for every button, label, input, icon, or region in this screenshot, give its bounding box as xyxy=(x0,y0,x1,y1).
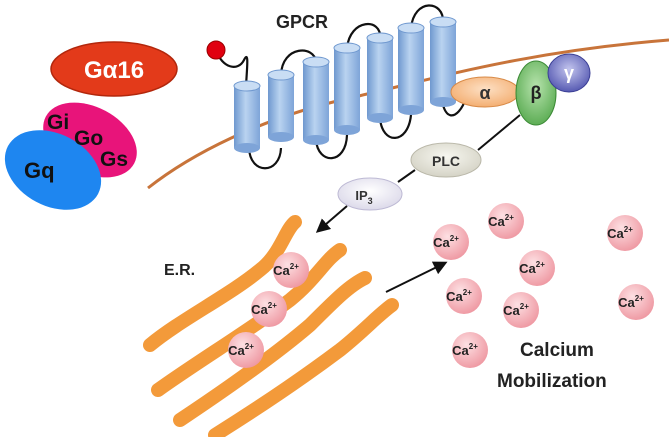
svg-text:Ca2+: Ca2+ xyxy=(519,260,545,276)
svg-text:Ca2+: Ca2+ xyxy=(503,302,529,318)
helix-6 xyxy=(397,22,425,115)
svg-text:Ca2+: Ca2+ xyxy=(488,213,514,229)
plasma-membrane xyxy=(147,38,669,190)
er-to-cytosol-arrow xyxy=(385,261,448,293)
svg-text:Ca2+: Ca2+ xyxy=(433,234,459,250)
alpha-label: α xyxy=(479,83,490,103)
mobilization-caption: Mobilization xyxy=(497,371,607,392)
gprotein-plc-connector xyxy=(477,114,521,151)
gamma-subunit xyxy=(547,53,591,93)
calcium-ion: Ca2+ xyxy=(618,284,654,320)
beta-subunit xyxy=(515,60,557,126)
gi-label: Gi xyxy=(47,111,69,134)
gpcr-n-terminus xyxy=(214,49,249,91)
ip3-label: IP3 xyxy=(355,188,372,206)
svg-text:Ca2+: Ca2+ xyxy=(446,288,472,304)
svg-text:Ca2+: Ca2+ xyxy=(273,262,299,278)
calcium-ion: Ca2+ xyxy=(446,278,482,314)
plc-enzyme xyxy=(410,142,482,178)
svg-text:Ca2+: Ca2+ xyxy=(607,225,633,241)
gpcr-label: GPCR xyxy=(276,12,328,32)
svg-text:Ca2+: Ca2+ xyxy=(452,342,478,358)
calcium-ion: Ca2+ xyxy=(228,332,264,368)
gpcr-helices xyxy=(233,16,457,153)
endoplasmic-reticulum xyxy=(143,215,399,437)
helix-1 xyxy=(233,80,261,153)
gq-ellipse xyxy=(4,130,102,210)
svg-text:Ca2+: Ca2+ xyxy=(618,294,644,310)
beta-label: β xyxy=(531,83,542,103)
calcium-ion: Ca2+ xyxy=(273,252,309,288)
gamma-label: γ xyxy=(564,63,574,83)
svg-text:Ca2+: Ca2+ xyxy=(228,342,254,358)
calcium-ion: Ca2+ xyxy=(251,291,287,327)
ip3-to-er-arrow xyxy=(315,205,348,233)
plc-ip3-connector xyxy=(397,169,416,183)
svg-text:Ca2+: Ca2+ xyxy=(251,301,277,317)
calcium-ions: Ca2+ Ca2+ Ca2+ Ca2+ Ca2+ Ca2+ Ca2+ Ca2+ … xyxy=(228,203,654,368)
calcium-ion: Ca2+ xyxy=(452,332,488,368)
galpha16-ellipse xyxy=(50,41,178,97)
ip3-subscript: 3 xyxy=(368,196,373,206)
calcium-ion: Ca2+ xyxy=(607,215,643,251)
helix-3 xyxy=(302,56,330,145)
helix-2 xyxy=(267,69,295,142)
er-label: E.R. xyxy=(164,262,195,279)
calcium-ion: Ca2+ xyxy=(488,203,524,239)
gs-label: Gs xyxy=(100,148,128,171)
plc-label: PLC xyxy=(432,153,460,169)
ligand-dot xyxy=(206,40,226,60)
go-label: Go xyxy=(74,127,103,150)
helix-4 xyxy=(333,42,361,135)
calcium-ion: Ca2+ xyxy=(503,292,539,328)
galpha16-label: Gα16 xyxy=(84,57,144,84)
ip3-messenger xyxy=(337,177,403,211)
calcium-ion: Ca2+ xyxy=(519,250,555,286)
calcium-ion: Ca2+ xyxy=(433,224,469,260)
gq-label: Gq xyxy=(24,158,55,183)
helix-5 xyxy=(366,32,394,123)
calcium-caption: Calcium xyxy=(520,340,594,361)
